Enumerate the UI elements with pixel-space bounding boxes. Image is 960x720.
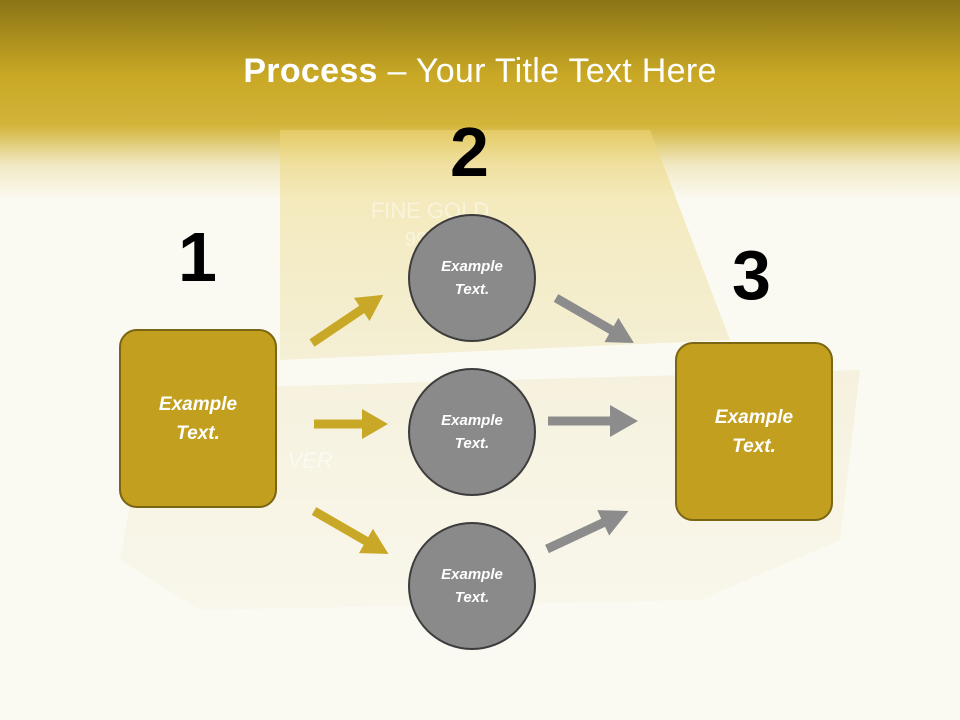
step-number-3: 3 (732, 236, 771, 314)
step-number-2: 2 (450, 113, 489, 191)
circle-bottom-text: Example Text. (441, 566, 503, 606)
title-rest: Your Title Text Here (415, 52, 717, 90)
circle-top: Example Text. (408, 214, 536, 342)
arrow-middle-to-right (548, 405, 638, 437)
title-separator: – (377, 52, 416, 90)
circle-middle: Example Text. (408, 368, 536, 496)
step-number-1: 1 (178, 218, 217, 296)
arrow-top-to-right (553, 294, 634, 343)
circle-top-text: Example Text. (441, 258, 503, 298)
circle-bottom: Example Text. (408, 522, 536, 650)
arrow-left-to-middle (314, 409, 388, 439)
left-box-text: Example Text. (158, 393, 238, 444)
slide-title: Process – Your Title Text Here (0, 52, 960, 91)
arrow-left-to-bottom (311, 507, 389, 554)
right-box-text: Example Text. (714, 406, 794, 457)
gold-arrows (309, 294, 389, 554)
gray-arrows (545, 294, 638, 554)
arrow-left-to-top (309, 294, 384, 347)
arrow-bottom-to-right (545, 510, 629, 554)
title-bold: Process (243, 52, 378, 90)
circle-middle-text: Example Text. (441, 412, 503, 452)
bar-text-ver: VER (287, 448, 332, 473)
right-step-box: Example Text. (675, 342, 833, 521)
left-step-box: Example Text. (119, 329, 277, 508)
